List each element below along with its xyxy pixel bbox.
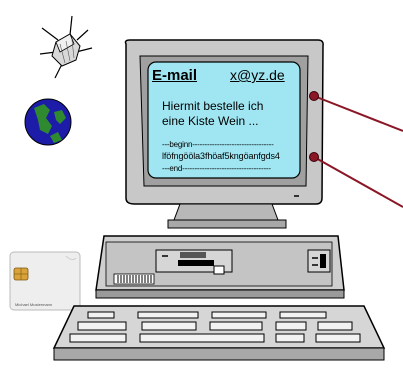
card-caption: Michael Mustermann bbox=[15, 302, 52, 307]
signature-end: ---end----------------------------------… bbox=[162, 164, 271, 173]
email-address: x@yz.de bbox=[230, 67, 285, 83]
signature-begin: ---beginn-------------------------------… bbox=[162, 140, 274, 149]
signature-code: lföfngööla3fhöaf5kngöanfgds4 bbox=[162, 151, 280, 161]
earth-globe-icon bbox=[25, 99, 71, 145]
email-title: E-mail bbox=[152, 67, 197, 84]
email-body-line-1: Hiermit bestelle ich bbox=[162, 99, 263, 113]
connector-lines bbox=[310, 92, 403, 208]
keyboard bbox=[54, 306, 384, 360]
computer-case bbox=[96, 236, 344, 298]
satellite-icon bbox=[40, 16, 92, 78]
email-body-line-2: eine Kiste Wein ... bbox=[162, 114, 259, 128]
